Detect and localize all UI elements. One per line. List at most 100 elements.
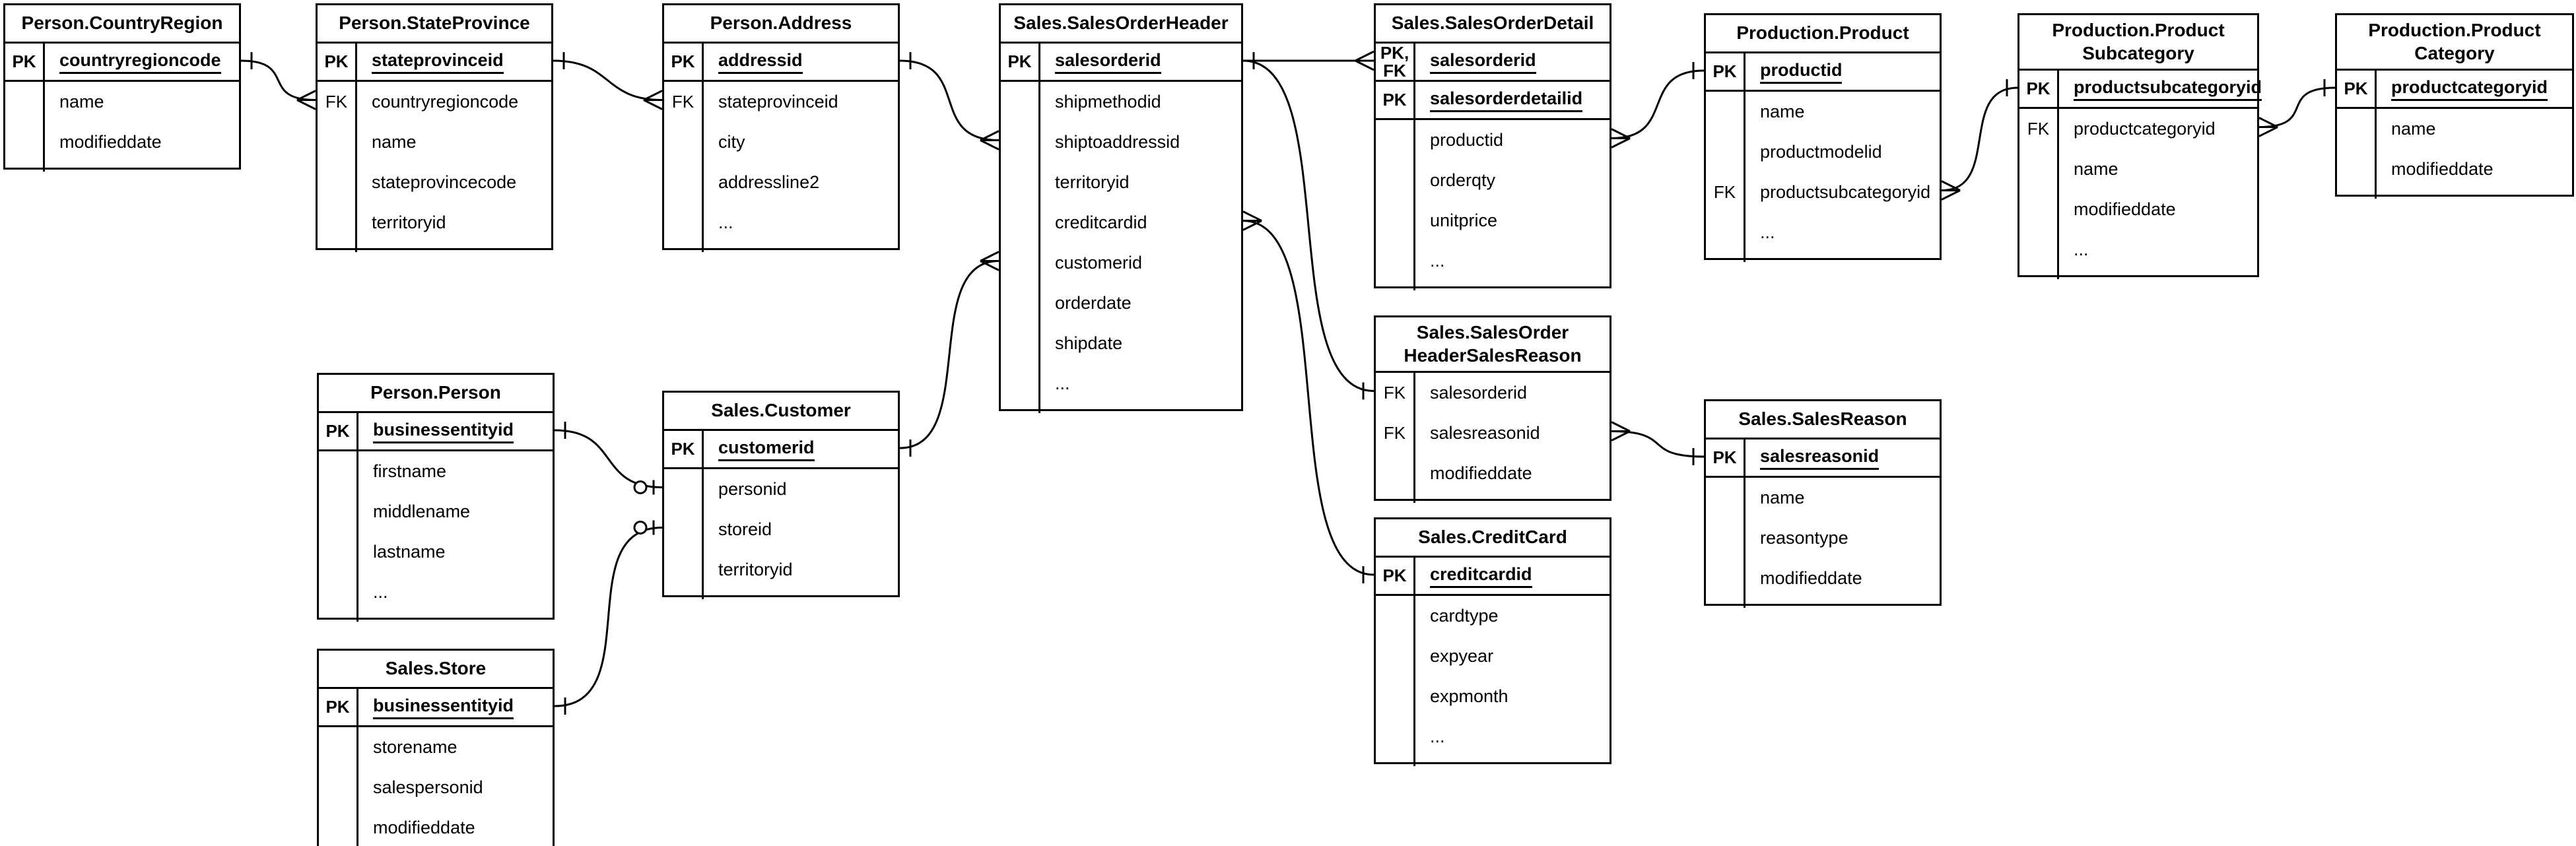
field-name: ... — [373, 582, 388, 602]
field-name: orderqty — [1430, 170, 1496, 190]
field-name: ... — [1760, 222, 1775, 242]
field-name: name — [59, 92, 104, 112]
field-name: productsubcategoryid — [1760, 182, 1931, 202]
crows-foot-marker — [1611, 421, 1631, 432]
field-name: salesreasonid — [1430, 423, 1540, 443]
key-label: FK — [325, 92, 348, 112]
key-label: PK — [1001, 44, 1040, 80]
key-label: FK — [1383, 383, 1406, 403]
field-name: creditcardid — [1430, 564, 1532, 588]
crows-foot-marker — [643, 90, 663, 101]
key-column: FK — [664, 82, 704, 252]
field-name: salespersonid — [373, 777, 483, 797]
field-name: addressline2 — [718, 172, 820, 192]
crows-foot-marker — [1355, 50, 1374, 62]
key-column — [1376, 120, 1415, 290]
relationship-wire — [1242, 220, 1374, 576]
field-name: modifieddate — [1760, 568, 1862, 588]
key-column: FK — [1706, 92, 1746, 262]
table-title: Production.Product Subcategory — [2019, 15, 2257, 71]
field-name: ... — [2074, 240, 2089, 259]
key-label: FK — [2027, 119, 2050, 139]
field-name: expyear — [1430, 646, 1494, 666]
field-name: customerid — [718, 438, 815, 461]
key-label: PK — [1706, 439, 1746, 476]
cardinality-zero-circle — [633, 521, 648, 535]
field-name: salesreasonid — [1760, 446, 1880, 470]
table-title: Production.Product Category — [2337, 15, 2572, 71]
field-name: name — [1760, 102, 1805, 121]
key-label: PK — [318, 44, 357, 80]
key-label: PK — [1706, 53, 1746, 90]
field-name: shipmethodid — [1055, 92, 1161, 112]
key-column — [319, 451, 358, 622]
field-name: shiptoaddressid — [1055, 132, 1180, 152]
key-column: FK — [318, 82, 357, 252]
field-name: businessentityid — [373, 696, 514, 719]
fields-block: name modifieddate — [2337, 109, 2572, 199]
connector-salesorderheader-creditcard — [1242, 211, 1374, 583]
key-column: FK — [2019, 109, 2059, 279]
table-title: Sales.SalesOrderHeader — [1001, 5, 1241, 44]
field-names-column: storename salespersonid modifieddate — [358, 727, 553, 846]
field-name: middlename — [373, 502, 471, 521]
field-name: businessentityid — [373, 420, 514, 443]
field-name: orderdate — [1055, 293, 1132, 313]
key-column — [1001, 82, 1040, 413]
field-name: salesorderid — [1430, 383, 1528, 403]
relationship-wire — [899, 59, 1000, 141]
field-name: addressid — [718, 50, 803, 74]
field-name: ... — [1055, 374, 1070, 393]
table-title: Sales.CreditCard — [1376, 519, 1610, 558]
relationship-wire — [554, 527, 663, 707]
field-name: modifieddate — [373, 818, 475, 837]
field-name: modifieddate — [2074, 199, 2176, 219]
field-name: productsubcategoryid — [2074, 77, 2262, 101]
field-name: name — [2391, 119, 2436, 139]
field-name: storeid — [718, 519, 772, 539]
connector-customer-salesorderheader — [899, 251, 1000, 457]
field-name: countryregioncode — [59, 50, 221, 74]
table-title: Person.CountryRegion — [5, 5, 239, 44]
field-name: storename — [373, 737, 458, 757]
field-name: unitprice — [1430, 211, 1498, 230]
crows-foot-marker — [1941, 180, 1961, 191]
field-name: shipdate — [1055, 333, 1123, 353]
relationship-wire — [553, 59, 663, 101]
relationship-wire — [1941, 86, 2018, 191]
field-name: modifieddate — [2391, 159, 2493, 179]
crows-foot-marker — [980, 251, 1000, 262]
crows-foot-marker — [1611, 128, 1631, 139]
field-name: cardtype — [1430, 606, 1499, 626]
key-label: FK — [1713, 182, 1736, 202]
